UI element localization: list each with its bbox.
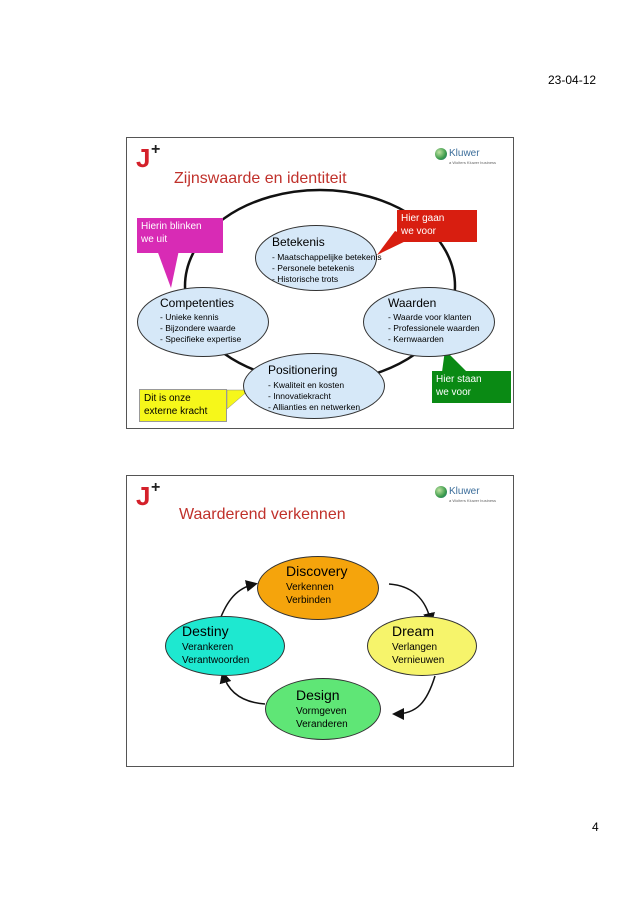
logo-j-plus: J+ [136,479,161,511]
slide-zijnswaarde: J+ Kluwer a Wolters Kluwer business Zijn… [126,137,514,429]
page-date: 23-04-12 [548,73,597,87]
kluwer-logo: Kluwer a Wolters Kluwer business [435,486,507,508]
globe-icon [435,486,447,498]
ellipse-positionering: Positionering - Kwaliteit en kosten- Inn… [243,353,385,419]
globe-icon [435,148,447,160]
ellipse-waarden: Waarden - Waarde voor klanten- Professio… [363,287,495,357]
slide-waarderend: J+ Kluwer a Wolters Kluwer business Waar… [126,475,514,767]
slide-title: Zijnswaarde en identiteit [174,170,347,187]
kluwer-logo: Kluwer a Wolters Kluwer business [435,148,507,170]
slide-title: Waarderend verkennen [179,506,346,523]
ellipse-betekenis: Betekenis - Maatschappelijke betekenis- … [255,225,382,291]
page-number: 4 [592,820,599,834]
logo-j-plus: J+ [136,141,161,173]
ellipse-competenties: Competenties - Unieke kennis- Bijzondere… [137,287,269,357]
